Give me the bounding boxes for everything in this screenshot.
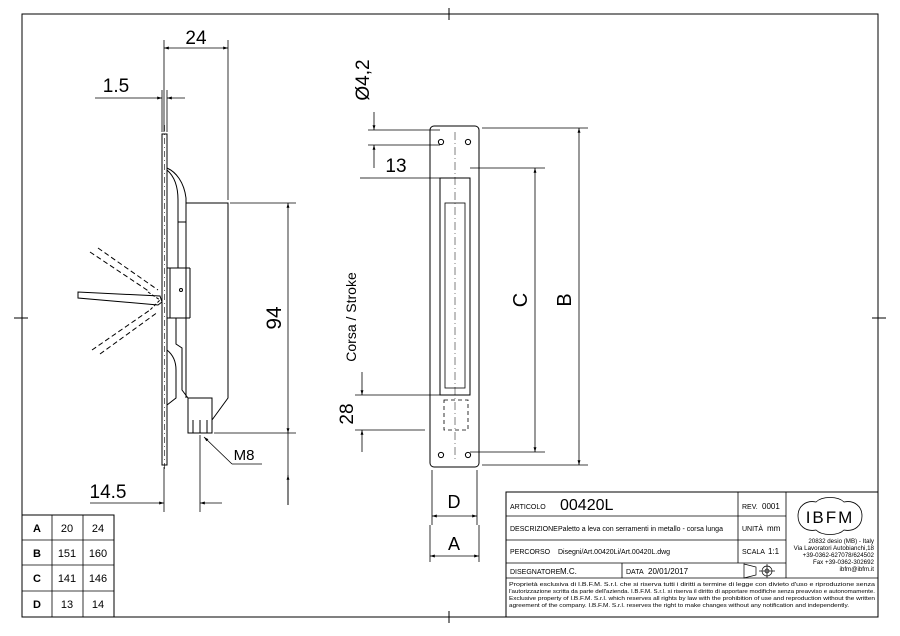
projection-symbol-icon <box>743 563 775 579</box>
company-address-line: 20832 desio (MB) - Italy <box>808 538 875 545</box>
data-label: DATA <box>626 569 644 576</box>
dim-28-label: 28 <box>337 403 358 424</box>
front-hole-bottom-left <box>437 451 445 459</box>
articolo-value: 00420L <box>560 497 613 514</box>
percorso-value: Disegni/Art.00420Li/Art.00420L.dwg <box>558 549 670 556</box>
scala-value: 1:1 <box>768 547 780 556</box>
data-value: 20/01/2017 <box>648 567 689 576</box>
percorso-label: PERCORSO <box>510 549 551 556</box>
legal-line: Exclusive property of I.B.F.M. S.r.l. wh… <box>509 596 875 602</box>
table-cell: 141 <box>58 573 76 585</box>
table-cell: 151 <box>58 548 76 560</box>
table-cell: 13 <box>61 599 73 611</box>
dim-c-label: C <box>510 293 532 307</box>
front-hole-top-right <box>464 138 472 146</box>
front-hole-bottom-right <box>464 451 472 459</box>
legal-line: l'autorizzazione scritta da parte dell'a… <box>509 589 875 595</box>
ibfm-logo: IBFM <box>797 497 863 535</box>
unita-value: mm <box>767 524 781 533</box>
side-lever <box>77 291 163 306</box>
front-hole-top-left <box>437 138 445 146</box>
company-address-line: Fax +39-0362-302692 <box>813 559 875 566</box>
disegnatore-value: M.C. <box>560 567 577 576</box>
articolo-label: ARTICOLO <box>510 504 546 511</box>
table-cell: 146 <box>89 573 107 585</box>
company-address-line: Via Lavoratori Autobianchi,18 <box>794 545 875 552</box>
dim-13-label: 13 <box>385 156 406 177</box>
dim-d-label: D <box>448 492 461 512</box>
dim-24-label: 24 <box>185 28 207 49</box>
dim-hole-dia-label: Ø4,2 <box>353 59 374 100</box>
company-address-line: ibfm@ibfm.it <box>840 566 875 573</box>
svg-text:IBFM: IBFM <box>806 508 855 527</box>
front-plate <box>429 125 480 468</box>
descrizione-value: Paletto a leva con serramenti in metallo… <box>558 526 723 533</box>
company-address-line: +39-0362-627078/624502 <box>803 552 875 559</box>
dim-1-5-label: 1.5 <box>103 76 129 97</box>
rev-label: REV. <box>742 504 758 511</box>
unita-label: UNITÀ <box>742 524 763 533</box>
table-row-label: A <box>33 523 41 535</box>
side-dimensions <box>90 40 296 512</box>
thread-label: M8 <box>234 447 255 464</box>
legal-line: agreement of the company. I.B.F.M. S.r.l… <box>509 603 849 609</box>
table-cell: 160 <box>89 548 107 560</box>
scala-label: SCALA <box>742 549 765 556</box>
rev-value: 0001 <box>762 502 780 511</box>
variants-table: A 20 24 B 151 160 C 141 146 D 13 14 <box>21 514 115 618</box>
title-block <box>505 491 879 618</box>
table-row-label: C <box>33 573 41 585</box>
disegnatore-label: DISEGNATORE <box>510 569 561 576</box>
table-row-label: D <box>33 599 41 611</box>
table-row-label: B <box>33 548 41 560</box>
descrizione-label: DESCRIZIONE <box>510 526 558 533</box>
legal-line: Proprietà esclusiva di I.B.F.M. S.r.l. c… <box>509 582 875 588</box>
stroke-label: Corsa / Stroke <box>343 272 359 362</box>
dim-a-label: A <box>448 534 460 554</box>
frame-center-ticks <box>14 8 886 623</box>
side-view <box>77 125 229 472</box>
table-cell: 20 <box>61 523 73 535</box>
dim-94-label: 94 <box>263 306 286 330</box>
dim-14-5-label: 14.5 <box>90 482 127 503</box>
front-dimensions <box>355 112 588 562</box>
table-cell: 14 <box>92 599 104 611</box>
front-view <box>429 125 480 468</box>
table-cell: 24 <box>92 523 104 535</box>
drawing-frame <box>21 13 879 618</box>
dim-b-label: B <box>554 293 576 306</box>
